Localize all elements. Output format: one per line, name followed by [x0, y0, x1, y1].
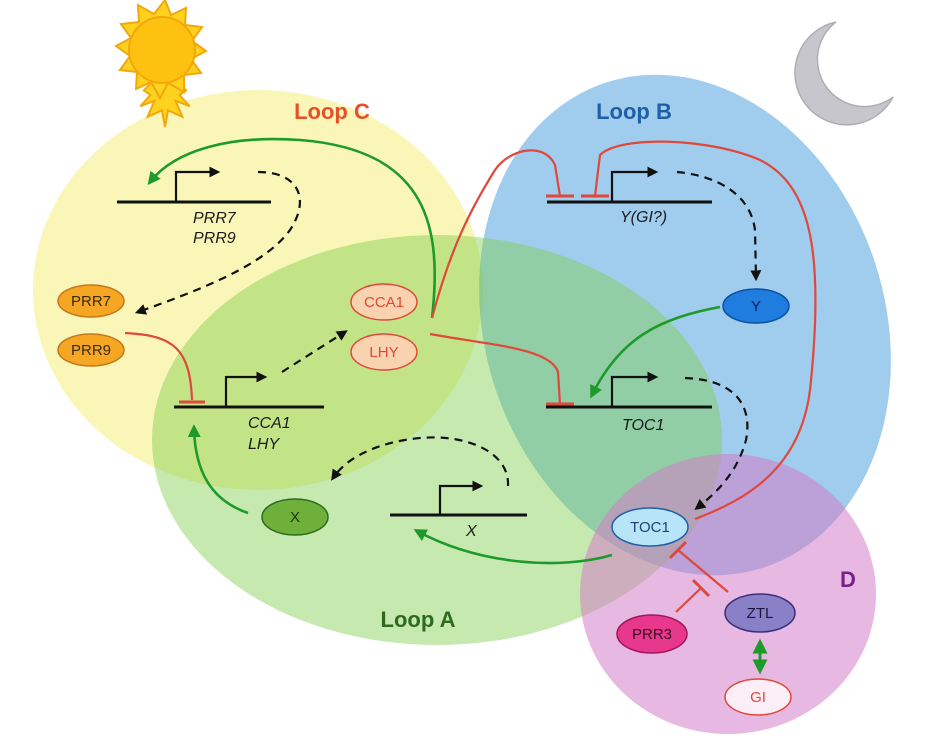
repress-cca1-to-ygi — [430, 149, 562, 319]
protein-ztl: ZTL — [724, 593, 796, 633]
svg-text:ZTL: ZTL — [747, 605, 774, 622]
svg-text:PRR3: PRR3 — [632, 626, 672, 643]
gene-label-cca1: CCA1 — [248, 415, 291, 432]
svg-text:PRR9: PRR9 — [71, 342, 111, 359]
repress-prr9-to-cca1lhy — [124, 331, 194, 401]
gene-label-prr7: PRR7 — [193, 210, 237, 227]
protein-x: X — [261, 498, 329, 536]
loop-b-region — [479, 74, 891, 576]
gene-label-x: X — [465, 523, 478, 540]
loop-c-region — [33, 90, 483, 490]
repress-lhy-to-toc1 — [429, 332, 562, 405]
protein-lhy: LHY — [350, 333, 418, 371]
protein-prr3: PRR3 — [616, 614, 688, 654]
gene-label-ygi: Y(GI?) — [620, 209, 667, 226]
arrow-cca1-to-prr79 — [147, 137, 437, 319]
gene-toc1: TOC1 — [546, 371, 712, 434]
gene-label-prr9: PRR9 — [193, 230, 236, 247]
sun-icon — [114, 0, 208, 128]
svg-text:CCA1: CCA1 — [364, 294, 404, 311]
repress-toc1-to-ygi — [593, 140, 817, 521]
dashed-toc1-to-toc1protein — [684, 376, 749, 511]
svg-text:LHY: LHY — [369, 344, 398, 361]
repress-ztl-to-toc1 — [668, 540, 729, 593]
protein-cca1: CCA1 — [350, 283, 418, 321]
protein-gi: GI — [724, 678, 792, 716]
dashed-prr79-to-prr9 — [134, 170, 301, 315]
svg-text:GI: GI — [750, 689, 766, 706]
dashed-cca1lhy-to-cca1 — [281, 330, 348, 373]
svg-text:X: X — [290, 509, 300, 526]
protein-toc1: TOC1 — [611, 507, 689, 547]
gene-label-lhy: LHY — [248, 436, 280, 453]
svg-text:TOC1: TOC1 — [630, 519, 670, 536]
gene-ygi: Y(GI?) — [547, 166, 712, 226]
loop-b-label: Loop B — [596, 99, 672, 124]
arrow-x-to-cca1lhy — [187, 424, 249, 515]
gene-label-toc1: TOC1 — [622, 417, 664, 434]
dashed-ygi-to-y — [676, 170, 762, 282]
loop-d-label: D — [840, 567, 856, 592]
gene-x: X — [390, 480, 527, 540]
loop-c-label: Loop C — [294, 99, 370, 124]
loop-a-region — [152, 235, 722, 645]
loop-a-label: Loop A — [381, 607, 456, 632]
moon-icon — [794, 21, 894, 126]
repress-prr3-to-ztl — [675, 578, 711, 613]
gene-prr79: PRR7 PRR9 — [117, 166, 271, 247]
svg-text:Y: Y — [751, 298, 761, 315]
arrow-y-to-toc1 — [590, 305, 721, 399]
arrow-toc1-to-x — [413, 529, 613, 565]
protein-y: Y — [722, 288, 790, 324]
svg-text:PRR7: PRR7 — [71, 293, 111, 310]
gene-cca1lhy: CCA1 LHY — [174, 371, 324, 453]
dashed-x-to-xprotein — [331, 436, 510, 487]
protein-prr9: PRR9 — [57, 333, 125, 367]
protein-prr7: PRR7 — [57, 284, 125, 318]
